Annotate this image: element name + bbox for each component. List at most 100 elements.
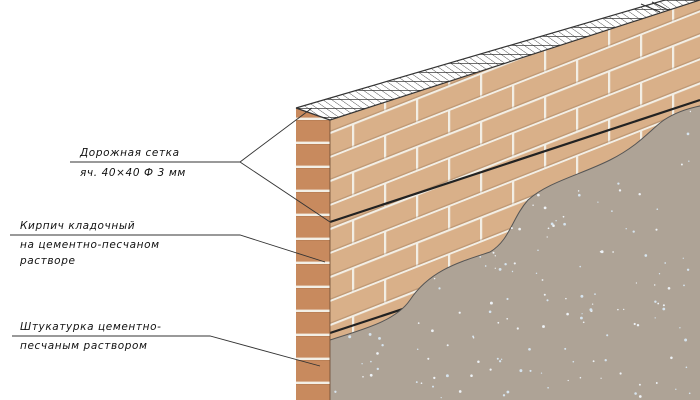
plaster-speck [680, 163, 683, 166]
plaster-speck [604, 359, 607, 362]
plaster-speck [504, 262, 507, 266]
plaster-speck [458, 311, 461, 314]
plaster-speck [415, 381, 418, 384]
plaster-speck [494, 255, 496, 257]
plaster-speck [546, 299, 549, 302]
plaster-speck [563, 222, 566, 226]
plaster-speck [488, 310, 492, 314]
plaster-speck [555, 220, 557, 222]
plaster-speck [592, 360, 595, 363]
plaster-speck [498, 360, 502, 363]
plaster-speck [655, 228, 658, 231]
plaster-speck [547, 227, 550, 230]
plaster-speck [519, 369, 523, 373]
plaster-speck [591, 303, 594, 305]
plaster-speck [537, 249, 539, 252]
plaster-speck [427, 357, 430, 360]
plaster-speck [664, 262, 667, 264]
plaster-speck [655, 382, 658, 384]
wall-top-mesh [296, 0, 700, 120]
plaster-edge [329, 105, 700, 341]
plaster-speck [600, 377, 602, 379]
plaster-speck [370, 360, 372, 363]
plaster-label-line2: песчаным раствором [20, 340, 148, 352]
plaster-speck [638, 395, 642, 398]
mesh-label-line2: яч. 40×40 Ф 3 мм [80, 167, 186, 179]
plaster-speck [612, 251, 614, 253]
plaster-speck [644, 254, 648, 257]
plaster-speck [489, 368, 492, 371]
plaster-speck [497, 321, 500, 324]
plaster-speck [470, 374, 473, 377]
plaster-speck [619, 372, 622, 375]
plaster-speck [541, 279, 544, 281]
plaster-speck [528, 347, 531, 351]
plaster-speck [546, 236, 548, 238]
plaster-speck [518, 227, 521, 231]
wall-side-end [296, 108, 330, 400]
leader-lines [10, 107, 331, 367]
plaster-speck [662, 307, 666, 311]
plaster-speck [348, 335, 352, 339]
plaster-speck [582, 321, 585, 324]
plaster-speck [506, 297, 509, 301]
mesh-label-line1: Дорожная сетка [79, 147, 180, 159]
plaster-speck [369, 373, 373, 377]
plaster-speck [581, 313, 583, 315]
plaster-speck [417, 322, 420, 324]
plaster-speck [532, 204, 534, 206]
plaster-speck [547, 386, 549, 389]
plaster-speck [513, 262, 516, 265]
plaster-speck [540, 372, 543, 374]
plaster-speck [611, 210, 613, 212]
leader-mesh [70, 107, 331, 223]
plaster-speck [446, 344, 449, 347]
plaster-speck [577, 193, 581, 197]
plaster-speck [511, 270, 514, 273]
plaster-speck [502, 394, 506, 397]
plaster-speck [492, 251, 495, 254]
mesh-wire-ends [640, 1, 669, 13]
plaster-speck [625, 228, 627, 230]
plaster-speck [685, 366, 688, 369]
plaster-speck [381, 344, 384, 347]
plaster-speck [567, 379, 569, 382]
plaster-speck [472, 335, 475, 338]
plaster-speck [658, 273, 661, 275]
plaster-speck [656, 208, 659, 211]
plaster-speck [543, 293, 546, 296]
plaster-speck [636, 323, 640, 327]
plaster-speck [552, 224, 555, 227]
brick-label-line2: на цементно-песчаном [20, 239, 160, 251]
plaster-speck [500, 358, 503, 360]
plaster-speck [579, 265, 582, 268]
plaster-speck [378, 336, 381, 340]
plaster-speck [537, 193, 540, 197]
plaster-speck [580, 294, 584, 298]
plaster-speck [654, 317, 656, 319]
plaster-speck [594, 293, 596, 295]
plaster-speck [535, 272, 538, 275]
plaster-speck [368, 332, 372, 336]
plaster-speck [600, 250, 604, 254]
leader-brick [10, 234, 326, 263]
plaster-speck [686, 132, 690, 136]
plaster-speck [440, 396, 442, 399]
plaster-speck [416, 348, 419, 350]
plaster-speck [433, 376, 436, 380]
plaster-speck [506, 390, 510, 394]
plaster-speck [662, 304, 665, 307]
plaster-speck [689, 110, 692, 113]
plaster-speck [684, 338, 688, 342]
plaster-speck [579, 376, 582, 379]
plaster-speck [667, 286, 671, 290]
plaster-layer [330, 106, 700, 400]
plaster-speck [618, 189, 622, 192]
plaster-speck [458, 390, 462, 393]
plaster-speck [577, 190, 580, 192]
plaster-speck [484, 265, 487, 267]
plaster-speck [579, 316, 583, 320]
plaster-speck [638, 383, 641, 386]
plaster-speck [496, 357, 499, 360]
plaster-speck [635, 282, 638, 284]
